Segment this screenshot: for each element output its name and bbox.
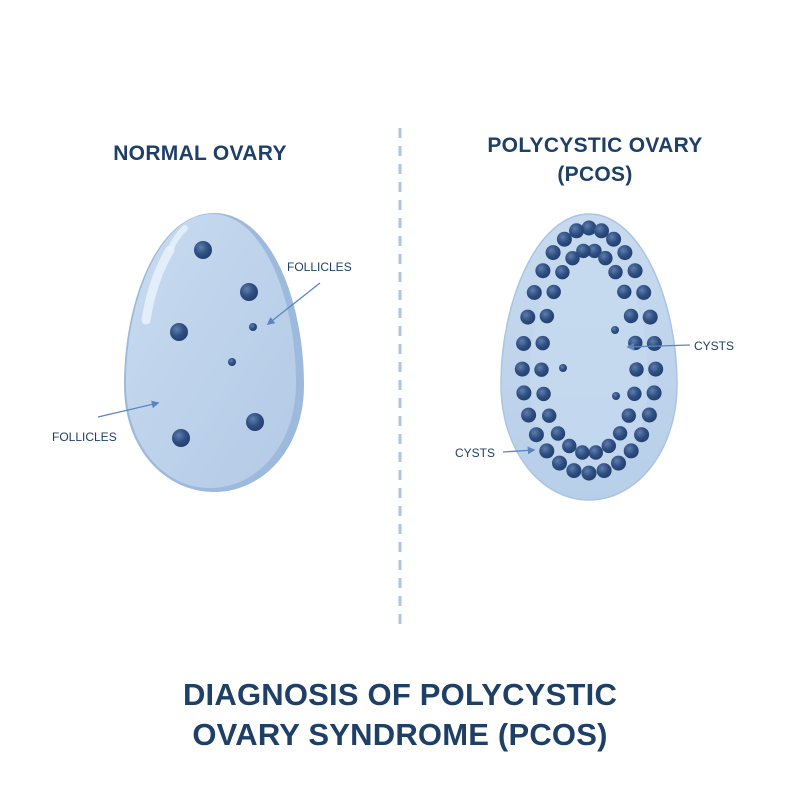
cyst — [646, 385, 662, 401]
inner-follicles — [559, 326, 620, 400]
cyst — [514, 361, 530, 377]
main-title-line1: DIAGNOSIS OF POLYCYSTIC — [182, 677, 618, 712]
cyst — [594, 223, 609, 239]
cyst — [566, 463, 582, 479]
cyst — [542, 408, 557, 423]
cyst — [520, 309, 536, 325]
cyst — [646, 336, 662, 351]
cyst — [565, 251, 580, 266]
follicle — [246, 413, 264, 431]
normal-callout-left: FOLLICLES — [52, 400, 160, 444]
normal-ovary-title: NORMAL OVARY — [113, 142, 287, 165]
cyst — [546, 284, 561, 300]
cyst — [606, 231, 622, 247]
cyst — [526, 285, 542, 300]
cysts-label-right: CYSTS — [694, 339, 734, 353]
cyst — [539, 308, 555, 324]
pcos-ovary-title: POLYCYSTIC OVARY (PCOS) — [440, 131, 750, 189]
pcos-callout-right: CYSTS — [626, 339, 734, 353]
cyst — [642, 309, 658, 325]
follicle — [611, 326, 619, 334]
cyst — [545, 245, 561, 261]
cyst — [569, 223, 584, 239]
cyst — [555, 265, 570, 280]
pcos-callout-left: CYSTS — [455, 446, 536, 460]
callout-arrow — [97, 400, 160, 418]
cyst — [634, 427, 650, 443]
follicle — [194, 241, 212, 259]
cyst — [587, 243, 602, 259]
cyst — [628, 335, 643, 351]
cyst — [535, 263, 551, 279]
follicle-group — [170, 241, 264, 447]
polycystic-ovary — [500, 213, 678, 501]
cyst — [621, 408, 636, 423]
cyst — [636, 285, 652, 300]
follicle — [240, 283, 258, 301]
follicle — [559, 364, 567, 372]
cyst — [575, 445, 590, 460]
cyst — [601, 438, 616, 454]
cyst — [588, 445, 603, 460]
cyst — [608, 264, 623, 280]
cyst — [550, 426, 566, 441]
cyst — [535, 335, 550, 351]
follicle — [170, 323, 188, 341]
cyst — [528, 427, 544, 443]
cyst — [581, 220, 597, 236]
follicle — [172, 429, 190, 447]
cysts-label-left: CYSTS — [455, 446, 495, 460]
cyst — [623, 308, 639, 324]
follicle — [249, 323, 257, 331]
cyst — [581, 465, 597, 481]
normal-callout-top: FOLLICLES — [266, 260, 352, 325]
follicles-label-left: FOLLICLES — [52, 430, 117, 444]
callout-arrow — [502, 446, 536, 455]
pcos-title-line2: (PCOS) — [557, 163, 633, 186]
pcos-title-line1: POLYCYSTIC OVARY — [487, 134, 703, 157]
cyst — [534, 362, 549, 377]
cyst — [598, 250, 613, 266]
callout-arrow — [626, 342, 691, 351]
cyst — [576, 243, 591, 259]
callout-arrow — [266, 282, 321, 325]
cyst — [641, 407, 657, 423]
cyst — [648, 361, 664, 377]
cyst — [556, 231, 572, 247]
cyst — [617, 284, 632, 299]
cyst-ring — [514, 220, 664, 481]
cyst — [627, 263, 643, 279]
cyst — [612, 426, 628, 441]
cyst — [627, 386, 642, 401]
cyst — [623, 443, 639, 459]
normal-ovary — [124, 213, 304, 492]
cyst — [562, 438, 577, 454]
cyst — [596, 463, 612, 479]
cyst — [536, 386, 551, 402]
follicles-label-top: FOLLICLES — [287, 260, 352, 274]
cyst — [617, 245, 633, 261]
normal-ovary-highlight-small — [168, 225, 188, 251]
cyst — [552, 455, 567, 471]
cyst — [516, 336, 532, 351]
cyst — [516, 385, 532, 401]
main-title: DIAGNOSIS OF POLYCYSTIC OVARY SYNDROME (… — [100, 675, 700, 755]
follicle — [612, 392, 620, 400]
cyst — [539, 443, 555, 459]
cyst — [611, 455, 626, 471]
cyst — [521, 407, 537, 423]
follicle — [228, 358, 236, 366]
cyst — [629, 362, 644, 377]
pcos-ovary-inner — [530, 244, 648, 472]
normal-ovary-highlight — [141, 245, 175, 325]
main-title-line2: OVARY SYNDROME (PCOS) — [192, 717, 608, 752]
